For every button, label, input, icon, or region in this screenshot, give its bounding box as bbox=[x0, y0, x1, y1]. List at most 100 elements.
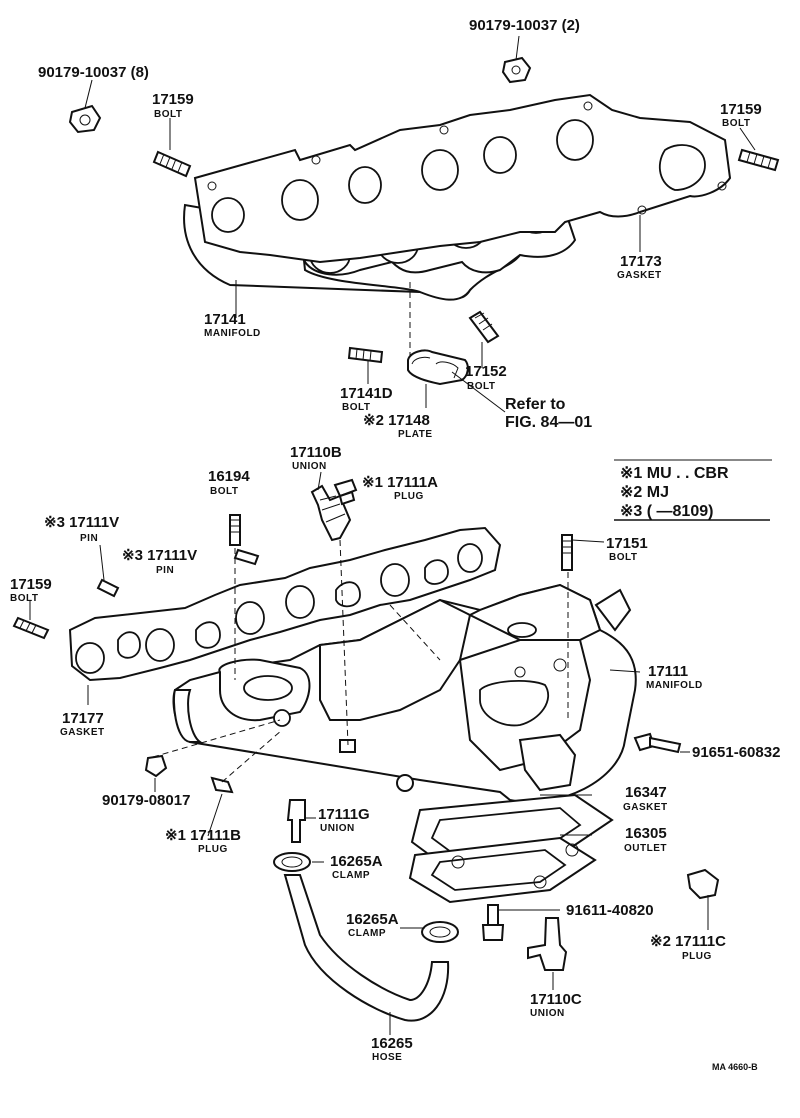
nut-90179-10037-a bbox=[68, 104, 102, 134]
bolt-91611-40820 bbox=[481, 904, 505, 941]
svg-text:90179-08017: 90179-08017 bbox=[102, 792, 190, 809]
callout-gasket-17177: 17177 GASKET bbox=[60, 710, 105, 738]
svg-text:17152: 17152 bbox=[465, 363, 507, 380]
svg-text:PLUG: PLUG bbox=[198, 844, 228, 855]
callout-union-17111g: 17111G UNION bbox=[318, 806, 370, 834]
clamp-16265a-lower bbox=[421, 921, 459, 943]
callout-bolt-17151: 17151 BOLT bbox=[606, 535, 648, 563]
stud-17159-left bbox=[152, 150, 192, 178]
callout-bolt-17141d: 17141D BOLT bbox=[340, 385, 393, 413]
nut-90179-08017 bbox=[144, 754, 168, 778]
svg-text:BOLT: BOLT bbox=[210, 486, 238, 497]
callout-hose-16265: 16265 HOSE bbox=[371, 1035, 413, 1063]
svg-text:CLAMP: CLAMP bbox=[332, 870, 370, 881]
callout-manifold-17111: 17111 MANIFOLD bbox=[646, 663, 702, 691]
svg-text:BOLT: BOLT bbox=[342, 402, 370, 413]
svg-text:※2 17111C: ※2 17111C bbox=[650, 933, 726, 950]
callout-plate-17148: ※2 17148 PLATE bbox=[363, 412, 432, 440]
svg-text:16194: 16194 bbox=[208, 468, 250, 485]
svg-text:16265: 16265 bbox=[371, 1035, 413, 1052]
svg-text:GASKET: GASKET bbox=[60, 727, 105, 738]
callout-bolt-91611-40820: 91611-40820 bbox=[566, 902, 654, 919]
svg-text:17177: 17177 bbox=[62, 710, 104, 727]
callout-nut-90179-10037-2: 90179-10037 (2) bbox=[469, 17, 580, 34]
callout-gasket-16347: 16347 GASKET bbox=[623, 784, 667, 813]
callout-bolt-91651-60832: 91651-60832 bbox=[692, 744, 780, 761]
svg-text:CLAMP: CLAMP bbox=[348, 928, 386, 939]
callout-manifold-17141: 17141 MANIFOLD bbox=[204, 311, 261, 339]
svg-text:90179-10037 (8): 90179-10037 (8) bbox=[38, 64, 149, 81]
callout-bolt-17159-top-right: 17159 BOLT bbox=[720, 101, 762, 129]
callout-bolt-17152: 17152 BOLT bbox=[465, 363, 507, 392]
svg-text:16305: 16305 bbox=[625, 825, 667, 842]
callout-refer-fig: Refer to FIG. 84—01 bbox=[505, 396, 592, 431]
svg-text:BOLT: BOLT bbox=[154, 109, 182, 120]
stud-17159-lower bbox=[12, 616, 50, 640]
stud-17141d bbox=[347, 346, 384, 364]
callout-clamp-16265a-upper: 16265A CLAMP bbox=[330, 853, 383, 881]
stud-17152 bbox=[468, 310, 500, 344]
svg-text:17111G: 17111G bbox=[318, 806, 370, 823]
callout-bolt-16194: 16194 BOLT bbox=[208, 468, 250, 497]
svg-text:16265A: 16265A bbox=[346, 911, 399, 928]
gasket-17173 bbox=[193, 93, 732, 264]
svg-text:MANIFOLD: MANIFOLD bbox=[204, 328, 261, 339]
svg-text:※1 17111A: ※1 17111A bbox=[362, 474, 438, 491]
svg-text:BOLT: BOLT bbox=[467, 381, 495, 392]
svg-text:※3 17111V: ※3 17111V bbox=[122, 547, 197, 564]
pin-17111v-b bbox=[233, 548, 260, 566]
svg-text:91651-60832: 91651-60832 bbox=[692, 744, 780, 761]
clamp-16265a-upper bbox=[273, 852, 311, 872]
callout-nut-90179-08017: 90179-08017 bbox=[102, 792, 190, 809]
pin-17111v-a bbox=[96, 578, 120, 598]
leader-lines bbox=[29, 35, 756, 1035]
callout-union-17110c: 17110C UNION bbox=[530, 991, 582, 1019]
legend-box: ※1 MU . . CBR ※2 MJ ※3 ( —8109) bbox=[614, 459, 772, 521]
svg-text:17159: 17159 bbox=[10, 576, 52, 593]
union-17111g bbox=[286, 799, 306, 843]
outlet-16305 bbox=[408, 836, 597, 904]
plug-17111c bbox=[686, 868, 720, 900]
svg-text:16347: 16347 bbox=[625, 784, 667, 801]
callout-plug-17111a: ※1 17111A PLUG bbox=[362, 474, 438, 502]
svg-text:FIG. 84—01: FIG. 84—01 bbox=[505, 414, 592, 431]
plate-17148 bbox=[407, 349, 469, 386]
callout-plug-17111b: ※1 17111B PLUG bbox=[165, 827, 241, 855]
stud-16194 bbox=[229, 514, 241, 546]
svg-text:Refer to: Refer to bbox=[505, 396, 566, 413]
svg-text:91611-40820: 91611-40820 bbox=[566, 902, 654, 919]
callout-bolt-17159-top-left: 17159 BOLT bbox=[152, 91, 194, 120]
svg-text:OUTLET: OUTLET bbox=[624, 843, 667, 854]
plug-17111a bbox=[333, 478, 358, 506]
svg-text:PLUG: PLUG bbox=[394, 491, 424, 502]
callout-pin-17111v-a: ※3 17111V PIN bbox=[44, 514, 119, 544]
svg-text:17151: 17151 bbox=[606, 535, 648, 552]
callout-union-17110b: 17110B UNION bbox=[290, 444, 342, 472]
svg-text:※1 17111B: ※1 17111B bbox=[165, 827, 241, 844]
svg-text:※2 17148: ※2 17148 bbox=[363, 412, 430, 429]
svg-text:17159: 17159 bbox=[152, 91, 194, 108]
svg-text:PIN: PIN bbox=[156, 565, 174, 576]
nut-90179-10037-b bbox=[501, 56, 532, 84]
svg-text:BOLT: BOLT bbox=[722, 118, 750, 129]
callout-gasket-17173: 17173 GASKET bbox=[617, 253, 662, 281]
hose-16265 bbox=[283, 874, 450, 1022]
svg-text:※3 17111V: ※3 17111V bbox=[44, 514, 119, 531]
svg-text:UNION: UNION bbox=[320, 823, 355, 834]
legend-item-1: ※1 MU . . CBR bbox=[620, 465, 729, 482]
svg-text:PIN: PIN bbox=[80, 533, 98, 544]
svg-text:UNION: UNION bbox=[292, 461, 327, 472]
svg-text:90179-10037 (2): 90179-10037 (2) bbox=[469, 17, 580, 34]
callout-pin-17111v-b: ※3 17111V PIN bbox=[122, 547, 197, 576]
svg-text:17110B: 17110B bbox=[290, 444, 342, 461]
legend-item-2: ※2 MJ bbox=[620, 484, 669, 501]
svg-text:17141: 17141 bbox=[204, 311, 246, 328]
svg-text:16265A: 16265A bbox=[330, 853, 383, 870]
stud-17151 bbox=[561, 534, 573, 571]
svg-text:17173: 17173 bbox=[620, 253, 662, 270]
svg-text:UNION: UNION bbox=[530, 1008, 565, 1019]
gasket-17177 bbox=[68, 526, 502, 682]
svg-text:17110C: 17110C bbox=[530, 991, 582, 1008]
